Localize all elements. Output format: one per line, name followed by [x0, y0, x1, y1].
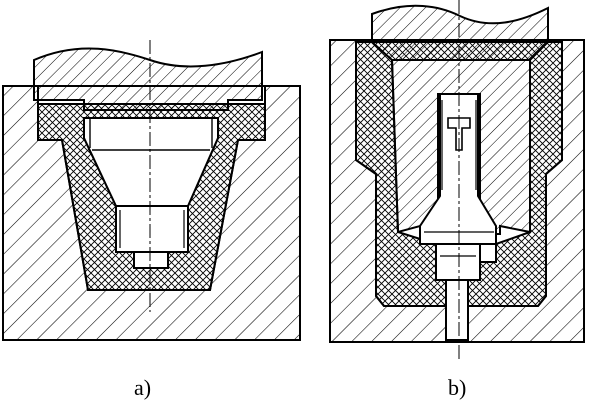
panel-a-insert-tip: [133, 251, 169, 269]
panel-b-punch: [371, 4, 549, 61]
caption-a: a): [134, 375, 151, 400]
panel-a-punch: [33, 47, 263, 111]
panel-b-drawing: [329, 0, 585, 360]
caption-b: b): [448, 375, 466, 400]
panel-a-insert-body: [115, 205, 189, 253]
panel-a-drawing: [2, 40, 301, 341]
panel-b-pin: [419, 93, 497, 245]
